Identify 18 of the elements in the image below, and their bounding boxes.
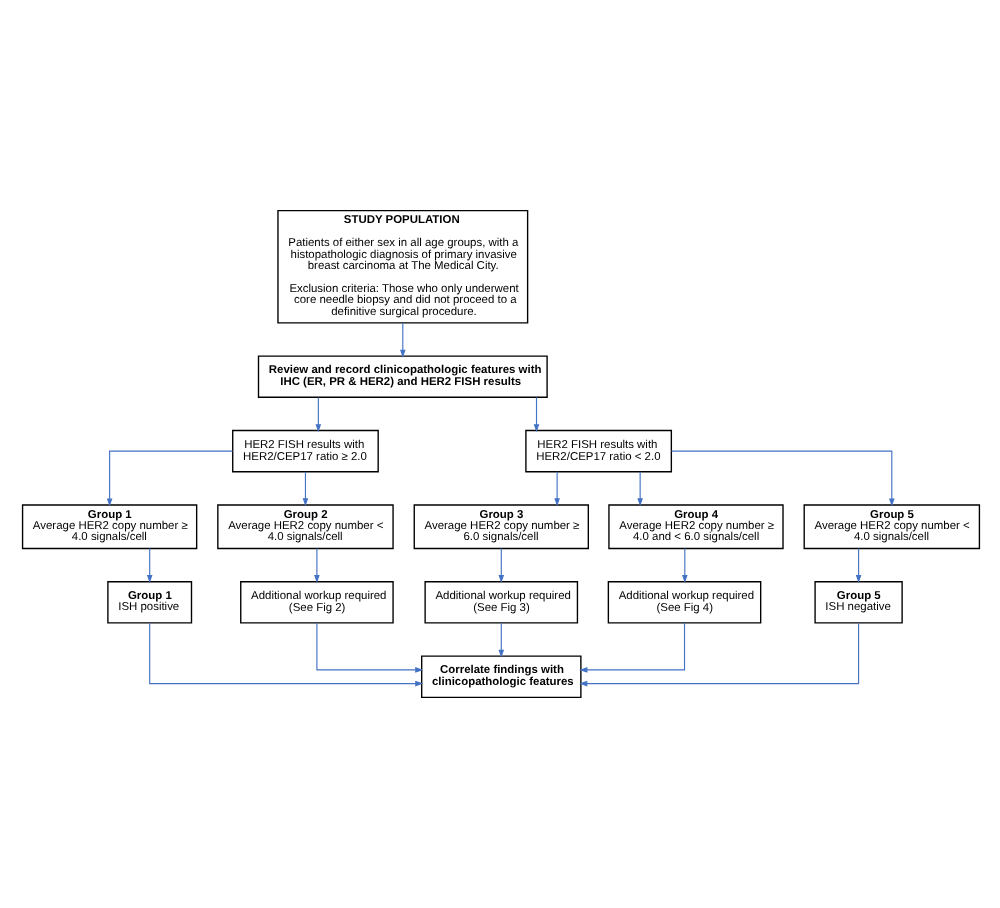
arrow xyxy=(578,622,685,673)
arrow xyxy=(636,471,642,507)
arrow xyxy=(314,396,321,433)
arrow xyxy=(148,622,423,687)
arrow xyxy=(497,548,504,583)
arrow xyxy=(578,622,859,687)
arrow xyxy=(681,548,687,583)
arrow xyxy=(532,396,539,433)
arrow xyxy=(398,322,405,358)
arrow xyxy=(854,548,861,583)
arrow xyxy=(145,548,152,583)
arrow xyxy=(497,622,504,658)
arrow xyxy=(315,622,423,673)
arrow xyxy=(313,548,319,583)
arrow xyxy=(669,450,894,507)
arrow xyxy=(553,471,559,507)
arrow xyxy=(105,450,233,507)
arrow xyxy=(301,471,308,507)
